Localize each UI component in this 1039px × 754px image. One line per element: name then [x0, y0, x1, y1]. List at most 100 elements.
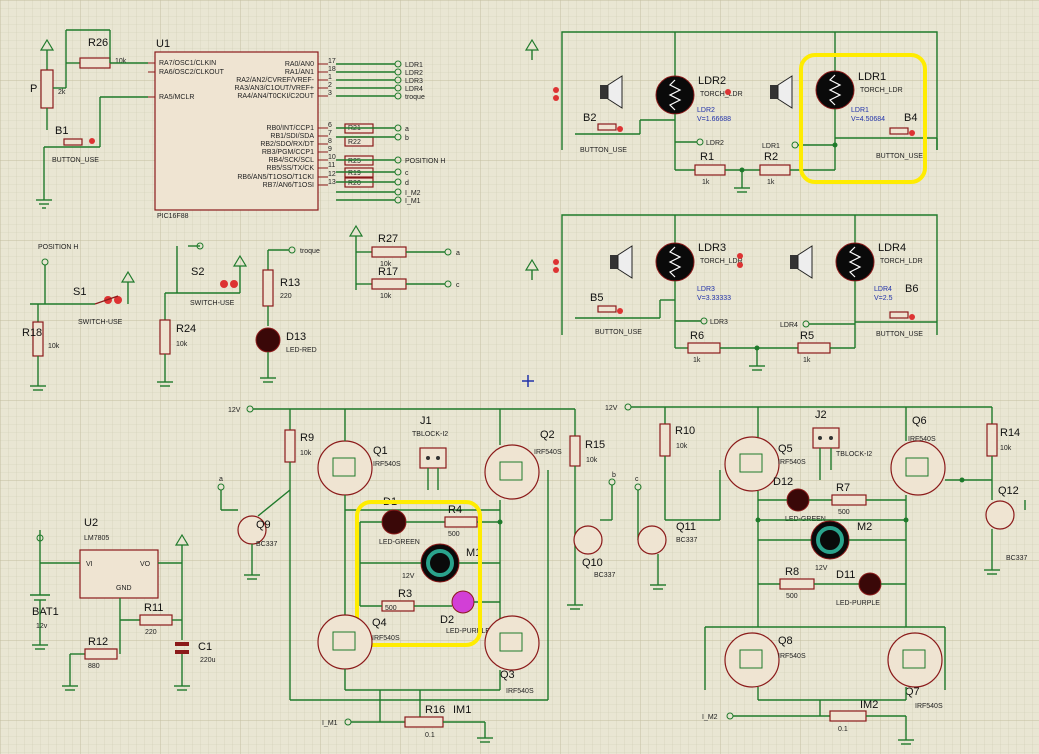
mcu-pin-number: 1 [328, 74, 332, 81]
mcu-right-pin: RB3/PGM/CCP1 [262, 149, 314, 156]
q9-label: Q9 [256, 519, 271, 531]
bat1-label: BAT1 [32, 606, 59, 618]
speaker-cone-icon [617, 245, 633, 279]
ldr1-icon [815, 70, 855, 110]
q7-type: IRF540S [915, 703, 943, 710]
m2-voltage: 12V [815, 565, 828, 572]
r12-value: 880 [88, 663, 100, 670]
net-a: a [456, 250, 460, 257]
resistor-r1 [694, 164, 726, 176]
r20-label: R20 [348, 180, 361, 187]
capacitor-c1-icon [175, 642, 189, 646]
mosfet-q7-icon [887, 632, 943, 688]
led-d13-icon [255, 327, 281, 353]
ground-arrow-icon [232, 254, 248, 267]
r14-value: 10k [1000, 445, 1012, 452]
speaker-icon [790, 255, 798, 269]
mosfet-q4-icon [317, 614, 373, 670]
mcu-pin-number: 11 [328, 162, 335, 169]
mcu-left-pin: RA5/MCLR [159, 94, 194, 101]
im1-label: IM1 [453, 704, 471, 716]
ground-icon [36, 199, 52, 209]
r13-value: 220 [280, 293, 292, 300]
q4-label: Q4 [372, 617, 387, 629]
q1-label: Q1 [373, 445, 388, 457]
mcu-right-pin: RB2/SDO/RX/DT [260, 141, 314, 148]
b2-type: BUTTON_USE [580, 147, 627, 154]
r16-value: 0.1 [425, 732, 435, 739]
ldr4-type: TORCH_LDR [880, 258, 923, 265]
r22-label: R22 [348, 139, 361, 146]
r26-label: R26 [88, 37, 108, 49]
ldr3-icon [655, 242, 695, 282]
q12-type: BC337 [1006, 555, 1028, 562]
r4-value: 500 [448, 531, 460, 538]
resistor-r7 [831, 494, 867, 506]
mcu-pin-number: 7 [328, 130, 332, 137]
resistor-r26 [79, 57, 111, 69]
r17-value: 10k [380, 293, 392, 300]
r3-label: R3 [398, 588, 412, 600]
d2-type: LED-PURPLE [446, 628, 490, 635]
mcu-pin-number: 3 [328, 90, 332, 97]
mcu-net-label: I_M2 [405, 190, 421, 197]
mcu-pin-number: 12 [328, 171, 336, 178]
r8-label: R8 [785, 566, 799, 578]
ldr-panel-top: LDR2 TORCH_LDR LDR2 V=1.66688 B2 BUTTON_… [524, 31, 938, 193]
r15-label: R15 [585, 439, 605, 451]
hbridge-2: 12V R10 10k c Q11 BC337 Q5 IRF540S J2 TB… [605, 403, 1028, 745]
q9-type: BC337 [256, 541, 278, 548]
bat1-voltage: 12v [36, 623, 48, 630]
mcu-net-label: troque [405, 94, 425, 101]
highlight-m1 [355, 500, 482, 647]
resistor-r11 [139, 614, 173, 626]
mcu-pin-number: 10 [328, 154, 336, 161]
resistor-r2 [759, 164, 791, 176]
b2-label: B2 [583, 112, 596, 124]
mcu-net-label: b [405, 135, 409, 142]
regulator-u2 [79, 549, 159, 599]
resistor-r5 [797, 342, 831, 354]
r10-value: 10k [676, 443, 688, 450]
ldr2-net: LDR2 [706, 140, 724, 147]
net-c: c [456, 282, 460, 289]
r17b-value: 0.1 [838, 726, 848, 733]
ldr2-icon [655, 75, 695, 115]
ldr3-probe: LDR3 [697, 286, 715, 293]
resistor-r24 [159, 319, 171, 355]
ldr1-probe: LDR1 [851, 107, 869, 114]
r15-value: 10k [586, 457, 598, 464]
r18-value: 10k [48, 343, 60, 350]
mosfet-q1-icon [317, 440, 373, 496]
led-d1-icon [381, 509, 407, 535]
resistor-r17b [829, 710, 867, 722]
mcu-left-pin: RA7/OSC1/CLKIN [159, 60, 216, 67]
resistor-r8 [779, 578, 815, 590]
mcu-pin-number: 13 [328, 179, 336, 186]
s1-type: SWITCH-USE [78, 319, 123, 326]
ldr4-voltage: V=2.5 [874, 295, 893, 302]
mcu-section: P 2k R26 10k B1 BUTTON_USE U1 PIC16F88 R… [30, 29, 445, 220]
mcu-pin-number: 9 [328, 146, 332, 153]
ldr-panel-bottom: LDR3 TORCH_LDR LDR3 V=3.33333 B5 BUTTON_… [524, 214, 938, 371]
mcu-net-label: d [405, 180, 409, 187]
mcu-right-pin: RB4/SCK/SCL [268, 157, 314, 164]
mcu-net-label: LDR3 [405, 78, 423, 85]
ldr2-label: LDR2 [698, 75, 726, 87]
switch-section: POSITION H S1 SWITCH-USE R18 10k S2 SWIT… [22, 224, 460, 391]
r26-value: 10k [115, 58, 127, 65]
ldr4-label: LDR4 [878, 242, 906, 254]
bjt-q11-icon [637, 525, 667, 555]
ground-arrow-icon [120, 270, 136, 283]
r5-value: 1k [803, 357, 811, 364]
d2-label: D2 [440, 614, 454, 626]
q2-label: Q2 [540, 429, 555, 441]
q5-label: Q5 [778, 443, 793, 455]
b1-type: BUTTON_USE [52, 157, 99, 164]
bjt-q10-icon [573, 525, 603, 555]
resistor-r9 [284, 429, 296, 463]
ldr1-voltage: V=4.50684 [851, 116, 885, 123]
ground-arrow-icon [524, 38, 540, 51]
q6-label: Q6 [912, 415, 927, 427]
j1-label: J1 [420, 415, 432, 427]
